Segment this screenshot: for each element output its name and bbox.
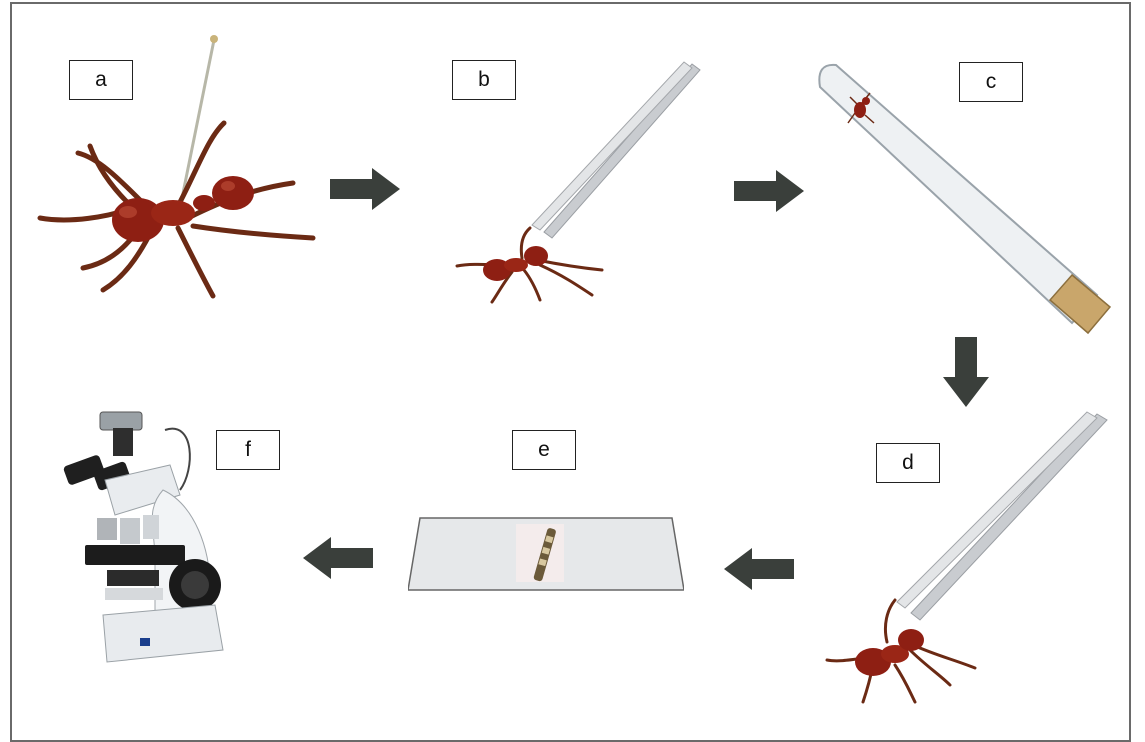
tweezers-holding-ant-icon [452,60,702,305]
arrow-left-icon [724,548,794,590]
arrow-down-icon [943,337,989,407]
microscope-slide-icon [408,516,684,594]
arrow-right-icon [330,168,400,210]
label-e: e [512,430,576,470]
corked-test-tube-icon [810,35,1120,335]
pinned-ant-icon [28,28,328,308]
microscope-icon [45,410,265,680]
tweezers-holding-ant-icon [825,410,1115,710]
arrow-right-icon [734,170,804,212]
arrow-left-icon [303,537,373,579]
